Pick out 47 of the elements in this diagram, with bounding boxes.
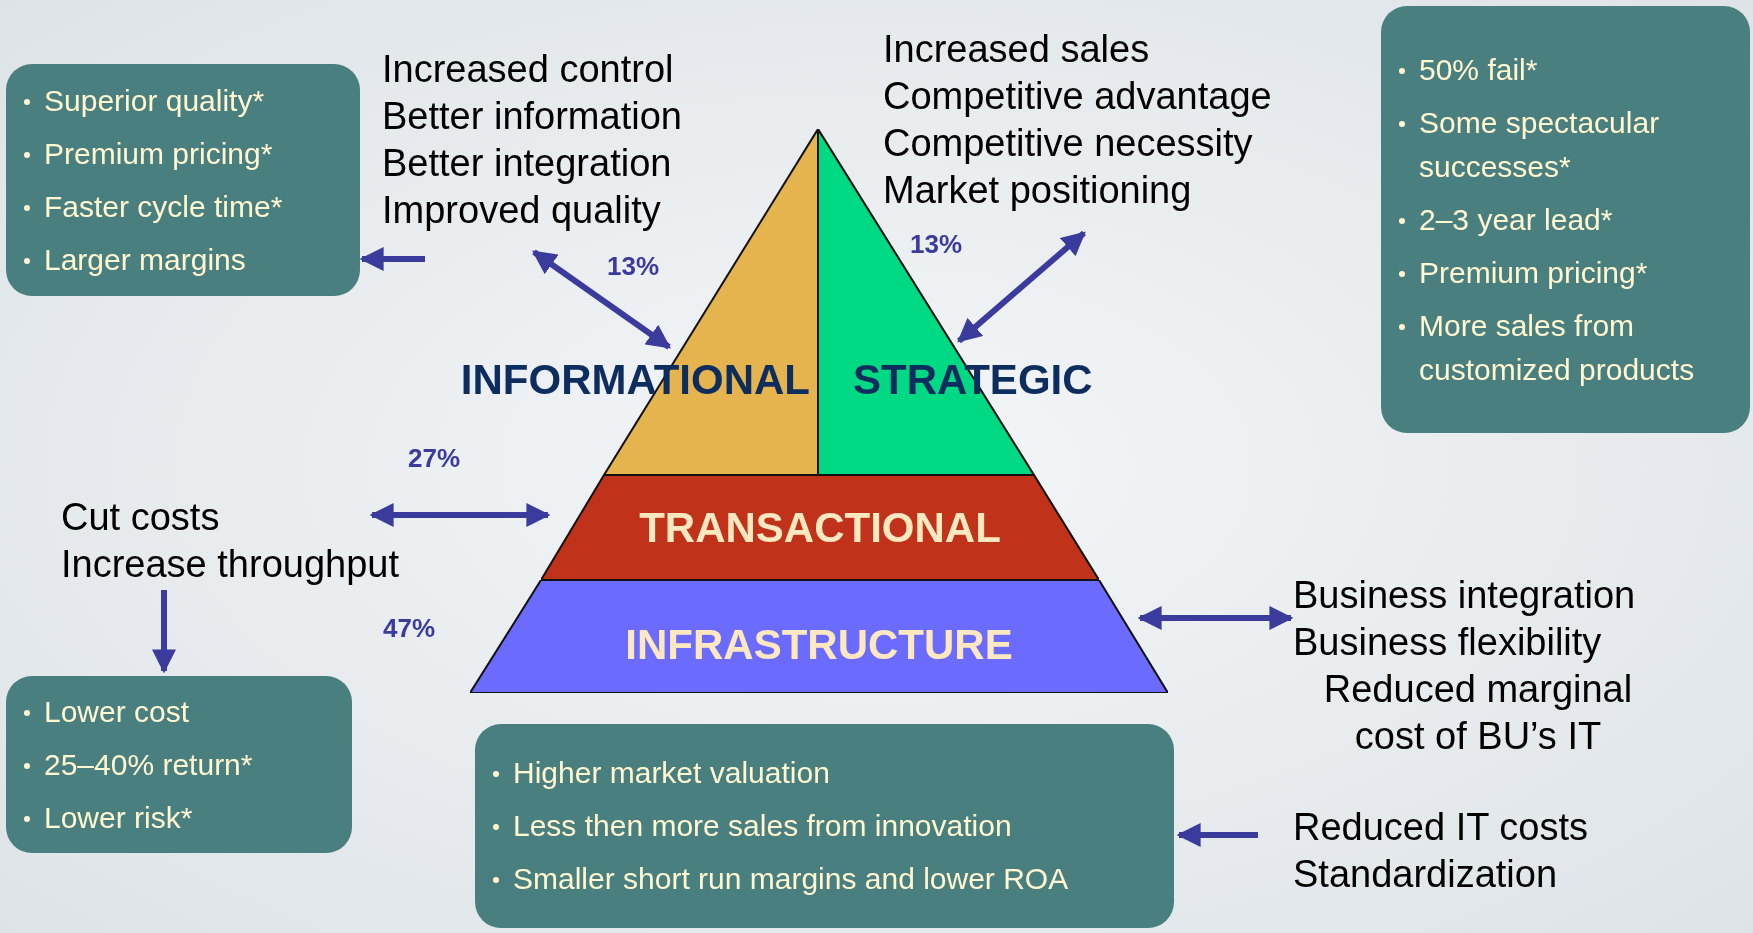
- bullet-text: Lower risk*: [44, 799, 193, 836]
- bullet-box: [6, 64, 360, 296]
- benefit-text: Increased sales: [883, 27, 1151, 72]
- benefit-text: Market positioning: [883, 168, 1193, 213]
- bullet-box: [1381, 6, 1750, 433]
- bullet-text: 25–40% return*: [44, 746, 253, 783]
- benefit-text: Better information: [382, 94, 683, 139]
- benefit-text: Standardization: [1293, 852, 1559, 897]
- arrow: [1176, 823, 1258, 847]
- benefit-text: Better integration: [382, 141, 673, 186]
- arrow: [359, 247, 425, 271]
- arrow: [152, 590, 176, 674]
- arrow: [1137, 606, 1294, 630]
- bullet-text: Faster cycle time*: [44, 188, 283, 225]
- bullet-text: More sales from customized products: [1419, 307, 1696, 388]
- benefit-text: Reduced IT costs: [1293, 805, 1589, 850]
- bullet-text: Larger margins: [44, 241, 246, 278]
- bullet-text: 2–3 year lead*: [1419, 201, 1613, 238]
- benefit-text: Increase throughput: [61, 542, 400, 587]
- bullet-box: [6, 676, 352, 853]
- bullet-text: Smaller short run margins and lower ROA: [513, 861, 1069, 897]
- benefit-text: Increased control: [382, 47, 675, 92]
- benefit-text: Business flexibility: [1293, 620, 1603, 665]
- benefit-text: Competitive advantage: [883, 74, 1273, 119]
- arrow: [369, 503, 551, 527]
- percent-label: 13%: [910, 228, 963, 261]
- bullet-text: Superior quality*: [44, 82, 265, 119]
- benefit-text: Improved quality: [382, 188, 662, 233]
- benefit-text: Cut costs: [61, 495, 221, 540]
- benefit-text: Reduced marginal cost of BU’s IT: [1322, 667, 1634, 759]
- bullet-text: Some spectacular successes*: [1419, 104, 1661, 185]
- bullet-text: Premium pricing*: [44, 135, 273, 172]
- arrow: [532, 249, 671, 350]
- percent-label: 13%: [607, 250, 660, 283]
- percent-label: 47%: [383, 612, 436, 645]
- bullet-text: Lower cost: [44, 693, 190, 730]
- layer-title: INFRASTRUCTURE: [624, 620, 1014, 670]
- benefit-text: Competitive necessity: [883, 121, 1254, 166]
- benefit-text: Business integration: [1293, 573, 1637, 618]
- percent-label: 27%: [408, 442, 461, 475]
- bullet-text: Premium pricing*: [1419, 254, 1648, 291]
- bullet-text: Higher market valuation: [513, 755, 830, 791]
- layer-title: TRANSACTIONAL: [638, 503, 1002, 553]
- bullet-box: [475, 724, 1174, 928]
- arrow: [957, 230, 1086, 344]
- bullet-text: 50% fail*: [1419, 51, 1538, 88]
- bullet-text: Less then more sales from innovation: [513, 808, 1012, 844]
